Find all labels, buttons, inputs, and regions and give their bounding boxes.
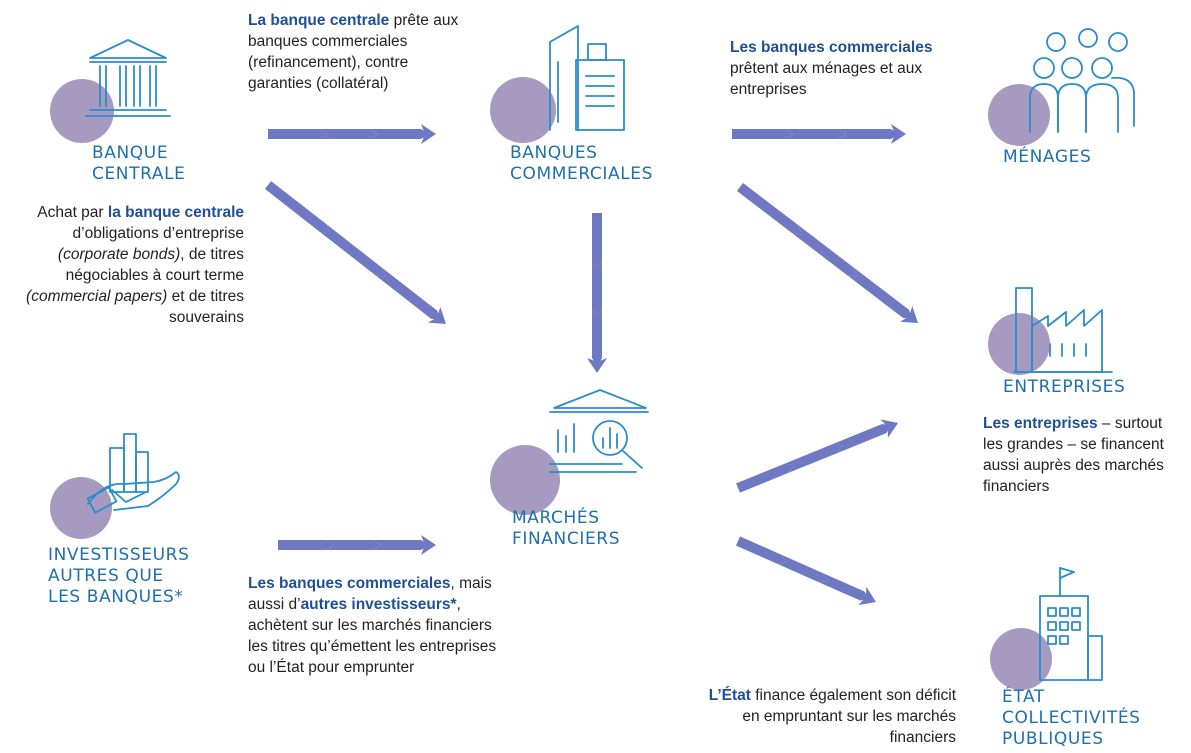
marches-circle [490,445,560,515]
bc-achat-text: Achat par la banque centrale d’obligatio… [26,204,244,326]
node-etat-line2: COLLECTIVITÉS [1002,708,1141,728]
government-building-icon [1039,567,1103,681]
node-marches-line1: MARCHÉS [512,508,600,528]
node-banques-commerciales: BANQUES COMMERCIALES [510,143,653,185]
node-etat-line1: ÉTAT [1002,687,1045,707]
node-banque-centrale-line2: CENTRALE [92,164,186,184]
node-marches: MARCHÉS FINANCIERS [512,508,620,550]
arrow-bc-to-marches [264,181,446,324]
node-entreprises: ENTREPRISES [1003,377,1125,398]
menages-circle [988,84,1050,146]
arrow-banques-to-entreprises [737,183,918,323]
etat-desc-text: L’État finance également son déficit en … [708,687,956,746]
investisseurs-circle [50,477,112,539]
office-buildings-icon [549,25,625,131]
arrow-marches-to-etat [736,536,876,606]
investisseurs-desc-text: Les banques commerciales, mais aussi d’a… [248,575,497,676]
node-investisseurs-line2: AUTRES QUE [48,566,164,586]
node-etat: ÉTAT COLLECTIVITÉS PUBLIQUES [1002,687,1141,750]
node-menages: MÉNAGES [1003,147,1091,168]
arrow-marches-to-entreprises [736,419,898,493]
entreprises-desc-text: Les entreprises – surtout les grandes – … [983,415,1164,495]
banque-centrale-circle [50,79,114,143]
node-etat-line3: PUBLIQUES [1002,729,1104,749]
node-menages-line1: MÉNAGES [1003,147,1092,167]
node-entreprises-line1: ENTREPRISES [1003,377,1126,397]
arrow-investisseurs-to-marches [278,535,436,555]
node-marches-line2: FINANCIERS [512,529,621,549]
node-banque-centrale-line1: BANQUE [92,143,169,163]
bc-to-banques-text: La banque centrale prête aux banques com… [248,12,459,92]
node-investisseurs-line1: INVESTISSEURS [48,545,190,565]
bank-building-icon [85,39,171,117]
arrow-banques-to-menages [732,124,906,144]
node-banques-line2: COMMERCIALES [510,164,654,184]
entreprises-circle [988,313,1050,375]
node-banque-centrale: BANQUE CENTRALE [92,143,185,185]
node-investisseurs-line3: LES BANQUES* [48,587,184,607]
node-investisseurs: INVESTISSEURS AUTRES QUE LES BANQUES* [48,545,189,608]
factory-icon [1013,287,1113,373]
arrow-banques-to-marches [587,213,607,373]
market-analysis-icon [549,389,649,473]
node-banques-line1: BANQUES [510,143,598,163]
banques-commerciales-circle [490,77,556,143]
hand-holding-card-icon [86,433,180,514]
arrow-bc-to-banques [268,124,436,144]
people-group-icon [1029,28,1135,133]
